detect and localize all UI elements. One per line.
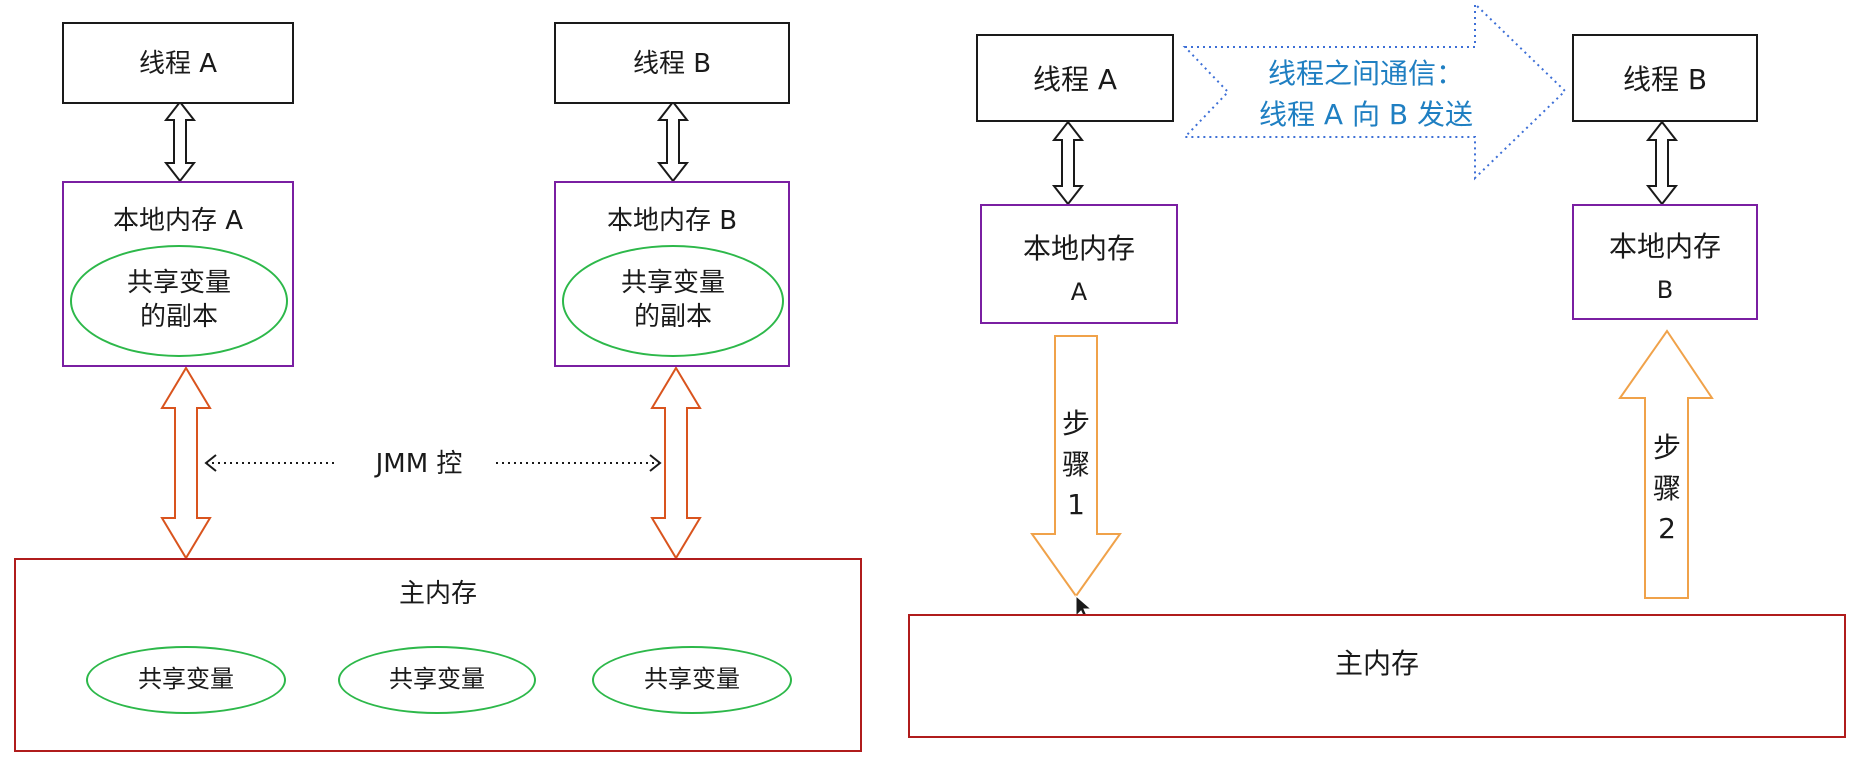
shared-variable-copy-a: 共享变量的副本 [70,245,288,357]
copy-a-line1: 共享变量 [126,268,231,299]
thread-a-box: 线程 A [62,22,294,104]
right-local-memory-a-label: 本地内存 A [982,228,1176,312]
step1-down-arrow [1030,335,1122,598]
shared-variable-copy-b: 共享变量的副本 [562,245,784,357]
jmm-arrowhead-left [204,454,217,472]
right-thread-b-box: 线程 B [1572,34,1758,122]
shared-variable-3: 共享变量 [592,646,792,714]
double-arrow-right-thread-b-local-b [1645,120,1679,206]
double-arrow-right-thread-a-local-a [1051,120,1085,206]
right-local-b-line1: 本地内存 [1608,230,1721,263]
right-local-a-line1: 本地内存 [1022,232,1135,265]
step2-char3: 2 [1658,512,1676,546]
jmm-arrowhead-right [649,454,662,472]
step2-up-arrow [1618,329,1714,599]
copy-b-line1: 共享变量 [620,268,725,299]
copy-a-line2: 的副本 [139,302,218,332]
main-memory-left-label: 主内存 [398,579,477,609]
right-thread-a-box: 线程 A [976,34,1174,122]
right-local-b-line2: B [1656,276,1674,304]
double-arrow-thread-a-local-a [163,100,197,183]
local-memory-b-box: 本地内存 B 共享变量的副本 [554,181,790,367]
local-memory-a-box: 本地内存 A 共享变量的副本 [62,181,294,367]
right-thread-a-label: 线程 A [1032,63,1118,96]
right-thread-b-label: 线程 B [1622,63,1708,96]
shared-variable-2: 共享变量 [338,646,536,714]
step1-char2: 骤 [1061,447,1090,481]
thread-b-label: 线程 B [632,49,712,79]
step2-label: 步 骤 2 [1644,428,1690,550]
thread-b-box: 线程 B [554,22,790,104]
right-local-memory-a-box: 本地内存 A [980,204,1178,324]
main-memory-right-label: 主内存 [1334,647,1419,680]
copy-b-line2: 的副本 [633,302,712,332]
communication-line2: 线程 A 向 B 发送 [1259,97,1473,131]
communication-arrow [1182,1,1567,181]
jmm-label: JMM 控 [344,448,494,481]
local-memory-b-label: 本地内存 B [606,206,738,236]
local-memory-a-label: 本地内存 A [112,206,244,236]
step2-char2: 骤 [1652,471,1681,505]
right-local-memory-b-label: 本地内存 B [1574,226,1756,310]
step1-char1: 步 [1061,407,1090,440]
double-arrow-thread-b-local-b [656,100,690,183]
step1-char3: 1 [1067,488,1085,522]
shared-variable-1: 共享变量 [86,646,286,714]
thread-a-label: 线程 A [138,49,218,79]
right-local-memory-b-box: 本地内存 B [1572,204,1758,320]
communication-label: 线程之间通信： 线程 A 向 B 发送 [1236,54,1496,135]
right-local-a-line2: A [1070,278,1088,306]
double-arrow-local-a-main [160,366,212,560]
step1-label: 步 骤 1 [1054,404,1098,526]
communication-line1: 线程之间通信： [1267,57,1464,90]
step2-char1: 步 [1652,431,1681,464]
main-memory-right-box: 主内存 [908,614,1846,738]
main-memory-left-box: 主内存 共享变量 共享变量 共享变量 [14,558,862,752]
